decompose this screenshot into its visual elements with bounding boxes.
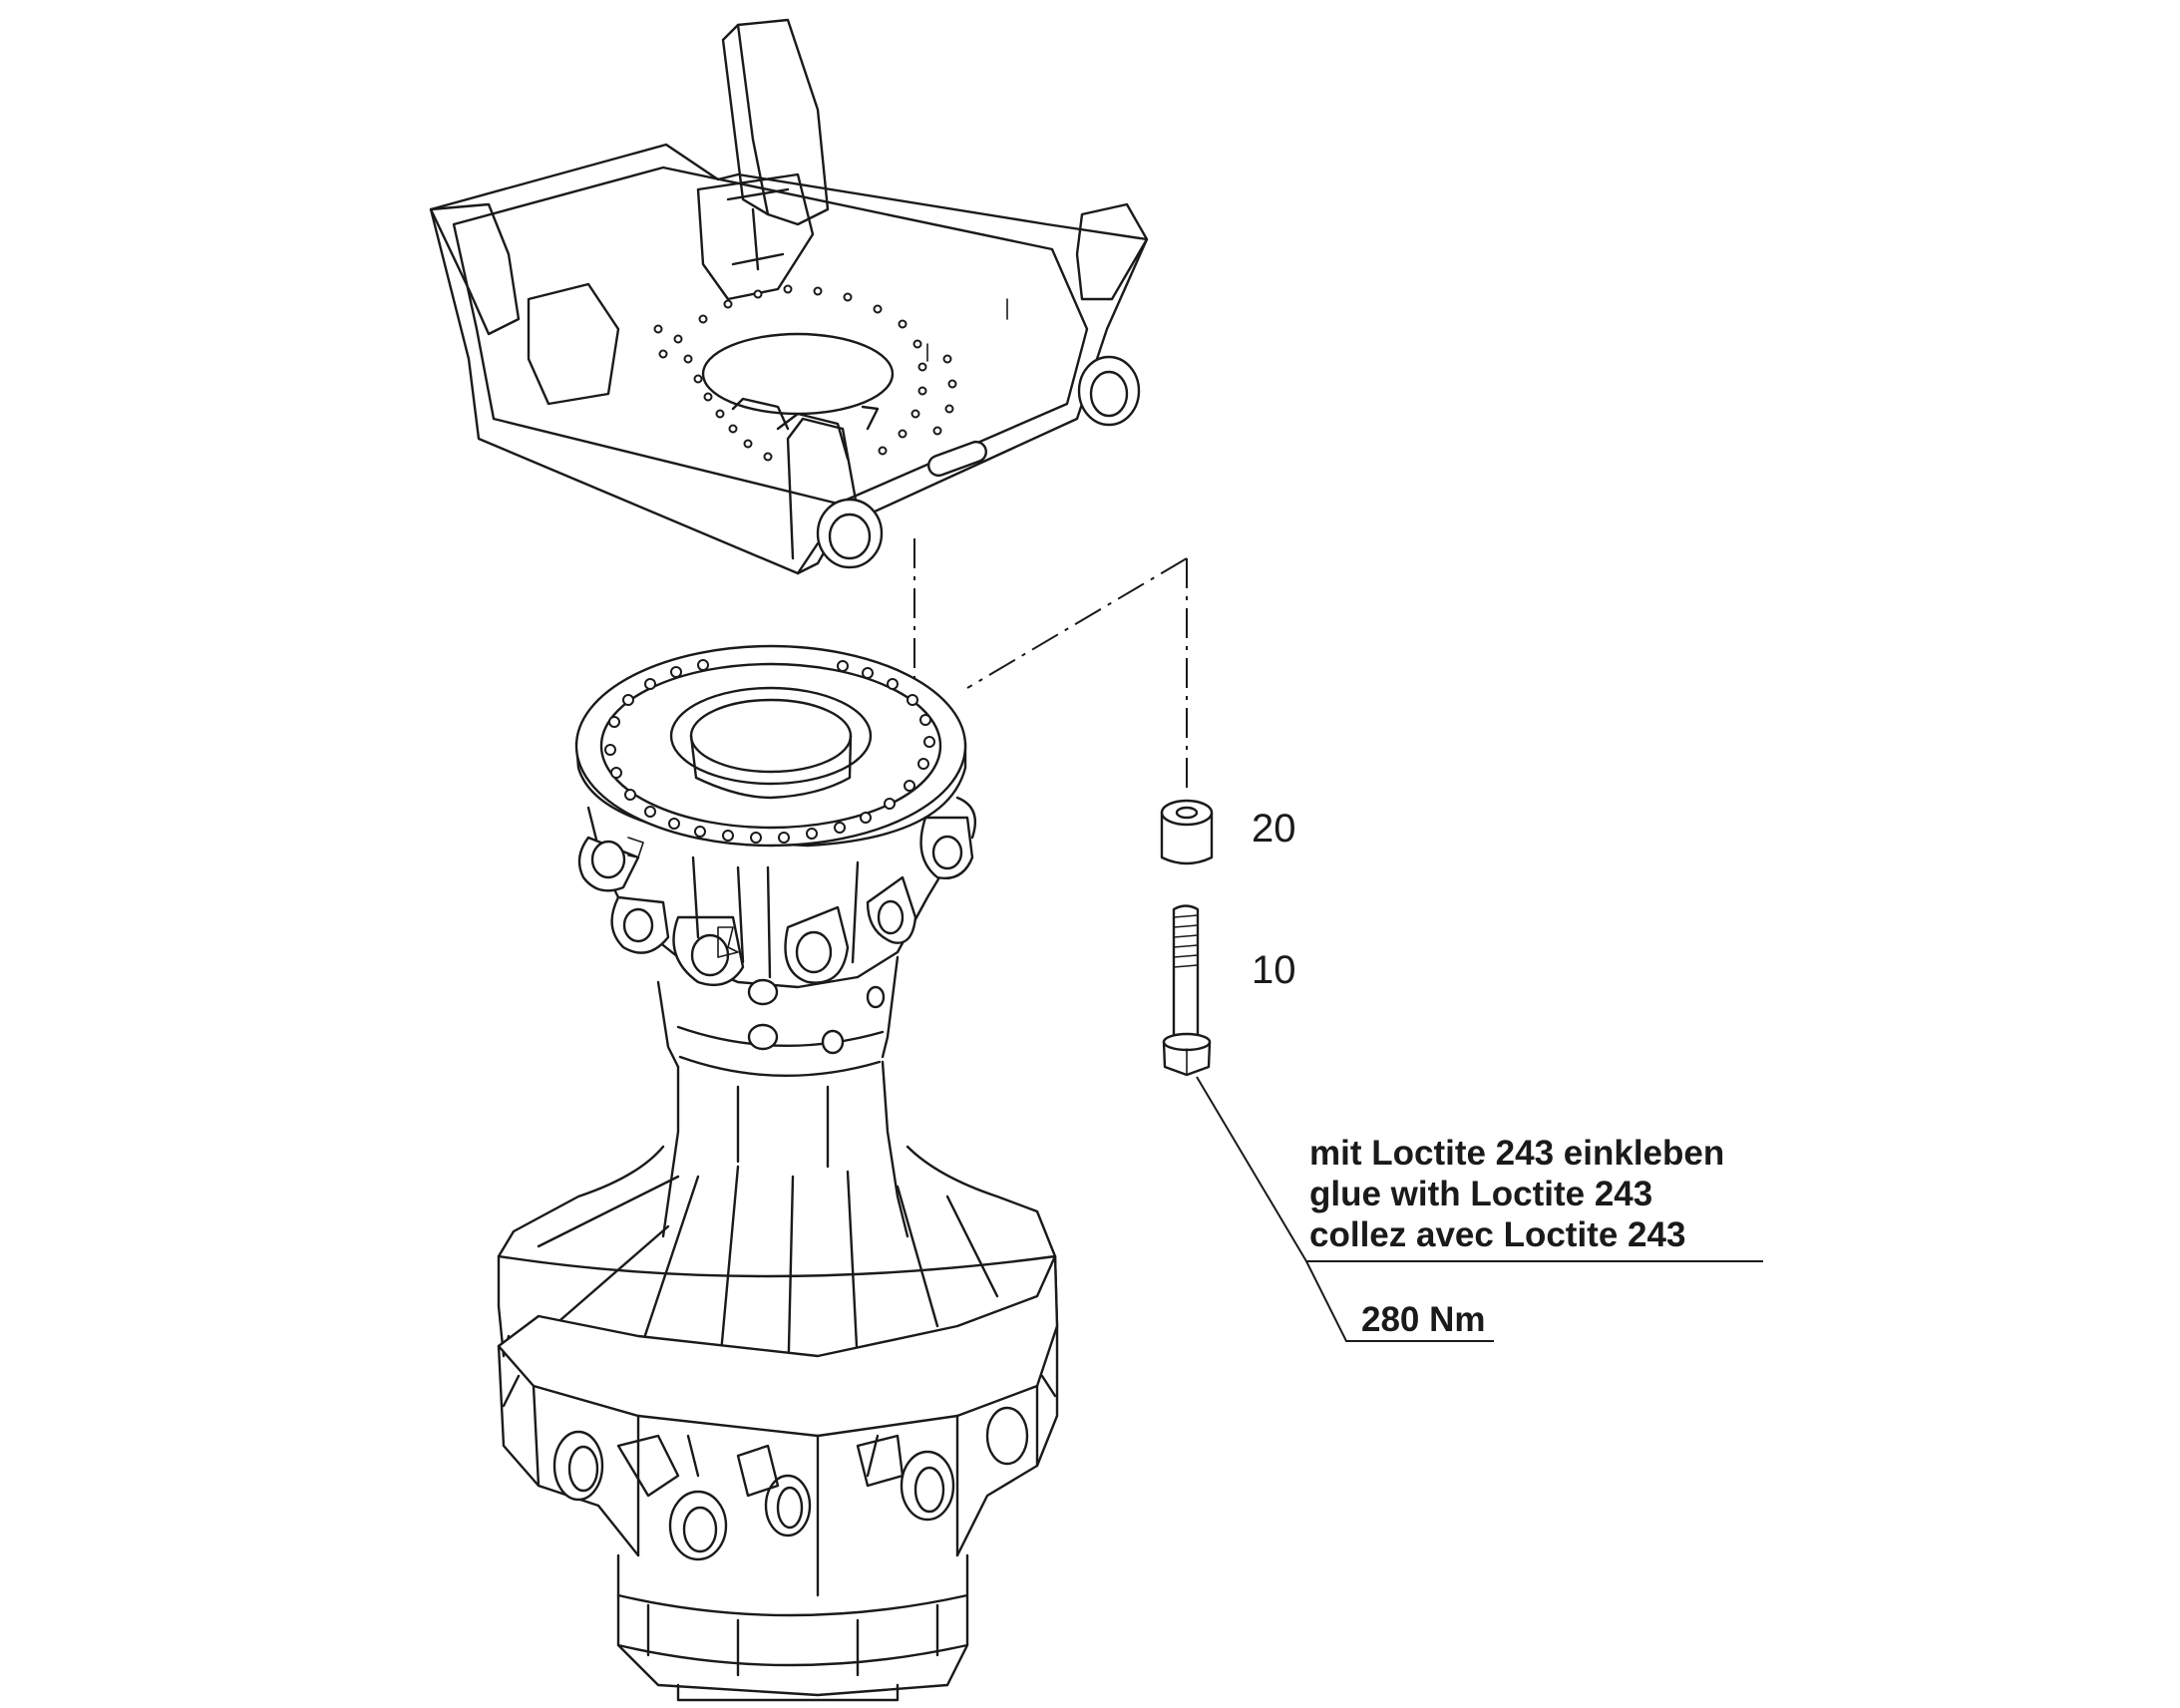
column-head-brackets [577, 796, 977, 989]
torque-spec: 280 Nm [1361, 1300, 1486, 1339]
frame-bolt-holes [653, 284, 957, 462]
callout-washer-20: 20 [1252, 807, 1296, 851]
bolt-part [1162, 904, 1212, 1077]
octagonal-housing [497, 1254, 1059, 1597]
note-leader [1196, 1076, 1763, 1342]
column-base-flare [497, 1145, 1059, 1393]
slewing-ring-part [574, 644, 967, 848]
assembly-note-french: collez avec Loctite 243 [1309, 1215, 1686, 1254]
bottom-flange [616, 1553, 969, 1702]
ring-bolt-holes [604, 659, 935, 844]
top-frame-part [429, 18, 1149, 575]
callout-bolt-10: 10 [1252, 948, 1296, 992]
washer-part [1160, 799, 1214, 865]
assembly-note-german: mit Loctite 243 einkleben [1309, 1134, 1725, 1173]
assembly-note-english: glue with Loctite 243 [1309, 1175, 1653, 1213]
column-neck [656, 955, 909, 1238]
